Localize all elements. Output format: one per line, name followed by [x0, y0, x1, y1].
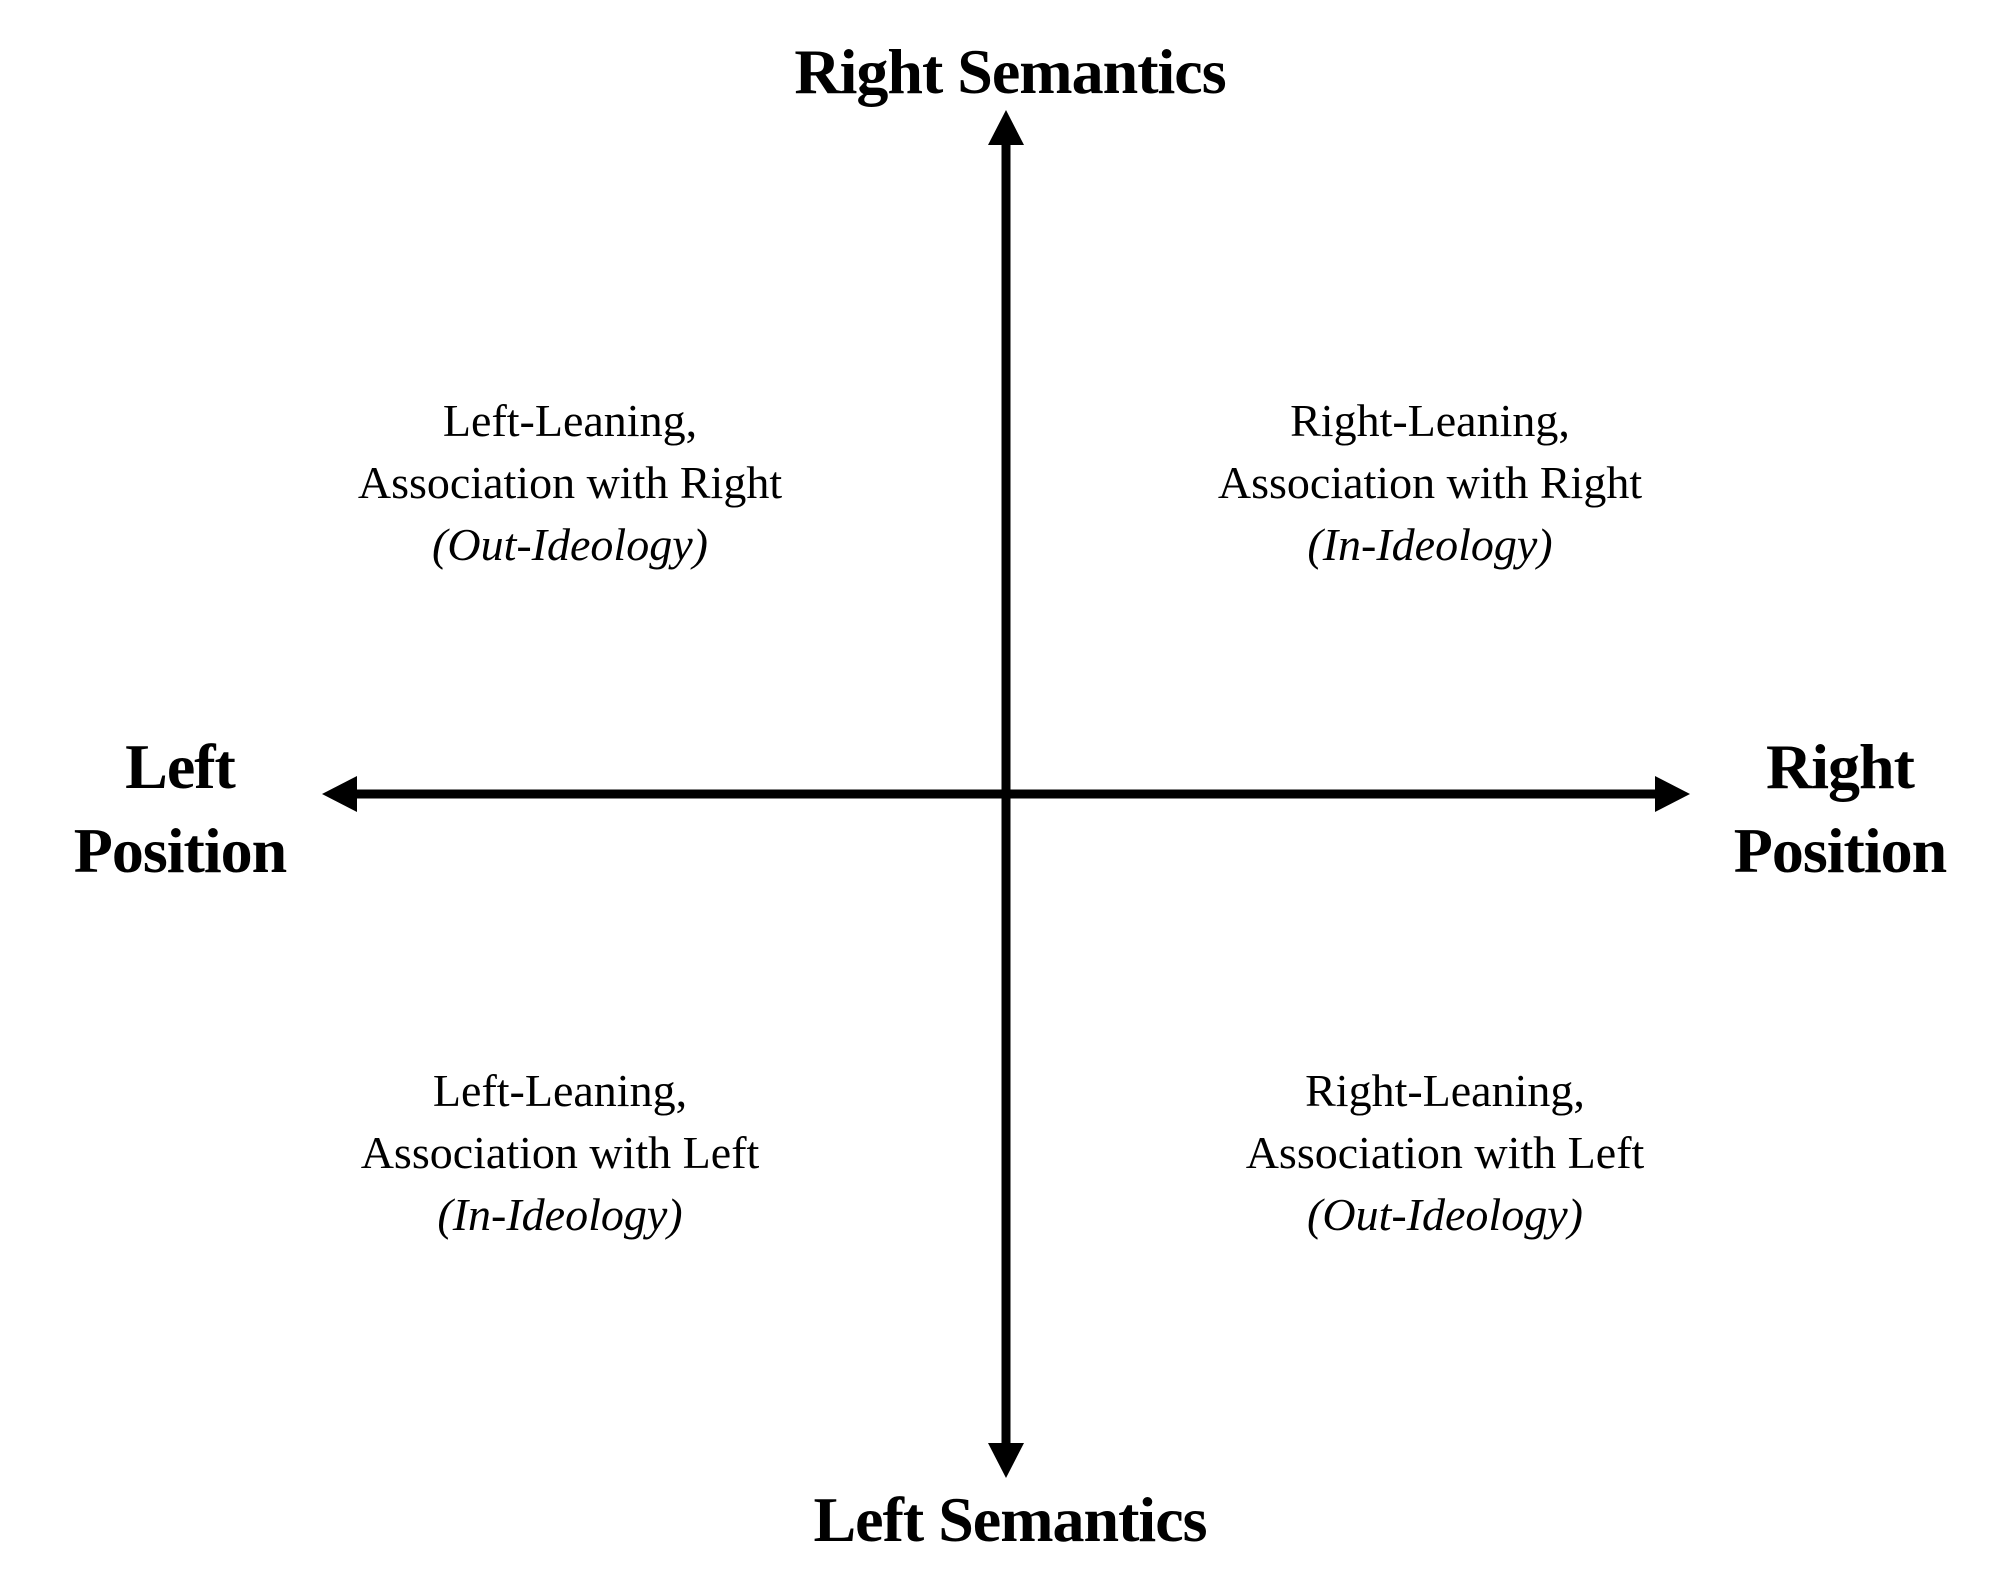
quadrant-bottom-right: Right-Leaning, Association with Left (Ou…	[1165, 1060, 1725, 1246]
quadrant-top-right: Right-Leaning, Association with Right (I…	[1150, 390, 1710, 576]
quadrant-bottom-left-line1: Left-Leaning,	[432, 1065, 688, 1116]
quadrant-top-left-tag: (Out-Ideology)	[432, 519, 708, 570]
quadrant-top-left-line2: Association with Right	[357, 457, 783, 508]
quadrant-top-right-line1: Right-Leaning,	[1290, 395, 1570, 446]
horizontal-axis-arrow-left	[322, 776, 357, 812]
axis-label-right-position-line2: Position	[1733, 815, 1947, 886]
quadrant-top-right-tag: (In-Ideology)	[1307, 519, 1553, 570]
axis-label-left-position-line1: Left	[125, 731, 236, 802]
axis-label-right-position-line1: Right	[1766, 731, 1915, 802]
quadrant-bottom-left-line2: Association with Left	[360, 1127, 760, 1178]
quadrant-bottom-left-tag: (In-Ideology)	[437, 1189, 683, 1240]
quadrant-bottom-right-tag: (Out-Ideology)	[1307, 1189, 1583, 1240]
quadrant-top-left: Left-Leaning, Association with Right (Ou…	[290, 390, 850, 576]
axis-label-right-position: Right Position	[1700, 725, 1980, 893]
quadrant-bottom-right-line1: Right-Leaning,	[1305, 1065, 1585, 1116]
vertical-axis-arrow-up	[988, 110, 1024, 145]
axis-label-right-semantics: Right Semantics	[794, 36, 1226, 107]
axis-label-left-position: Left Position	[40, 725, 320, 893]
quadrant-top-right-line2: Association with Right	[1217, 457, 1643, 508]
quadrant-bottom-left: Left-Leaning, Association with Left (In-…	[280, 1060, 840, 1246]
axis-label-left-position-line2: Position	[73, 815, 287, 886]
quadrant-bottom-right-line2: Association with Left	[1245, 1127, 1645, 1178]
quadrant-top-left-line1: Left-Leaning,	[442, 395, 698, 446]
horizontal-axis-arrow-right	[1655, 776, 1690, 812]
axis-label-left-semantics: Left Semantics	[813, 1484, 1207, 1555]
vertical-axis-arrow-down	[988, 1443, 1024, 1478]
